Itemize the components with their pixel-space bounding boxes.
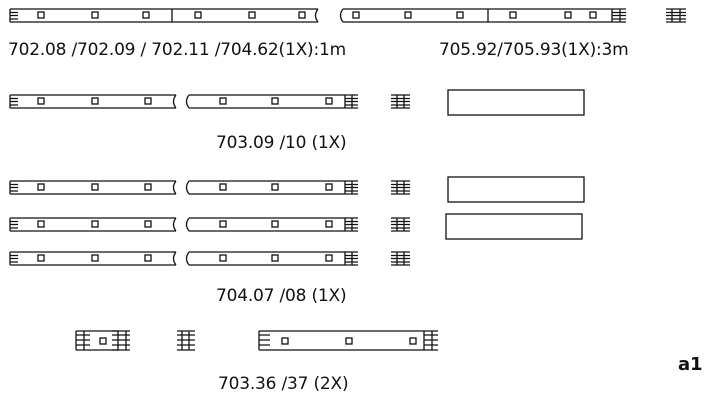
led-strip-icon: [9, 217, 358, 232]
group4-label: 703.36 /37 (2X): [218, 374, 349, 394]
connector-icon: [391, 180, 410, 195]
corner-label: a1: [678, 354, 703, 375]
led-strip-icon: [258, 330, 438, 351]
connector-icon: [391, 94, 410, 109]
power-supply-box-icon: [447, 89, 585, 116]
led-strip-icon: [75, 330, 130, 351]
connector-icon: [666, 8, 686, 23]
led-strip-icon: [9, 251, 358, 266]
led-strip-icon: [9, 94, 358, 109]
power-supply-box-icon: [447, 176, 585, 203]
connector-icon: [177, 330, 195, 351]
led-strip-icon: [9, 180, 358, 195]
row1-left-label: 702.08 /702.09 / 702.11 /704.62(1X):1m: [8, 40, 346, 60]
row1-right-label: 705.92/705.93(1X):3m: [439, 40, 629, 60]
connector-icon: [391, 217, 410, 232]
connector-icon: [391, 251, 410, 266]
power-supply-box-icon: [445, 213, 583, 240]
led-strip-icon: [9, 8, 626, 23]
group3-label: 704.07 /08 (1X): [216, 286, 347, 306]
group2-label: 703.09 /10 (1X): [216, 133, 347, 153]
